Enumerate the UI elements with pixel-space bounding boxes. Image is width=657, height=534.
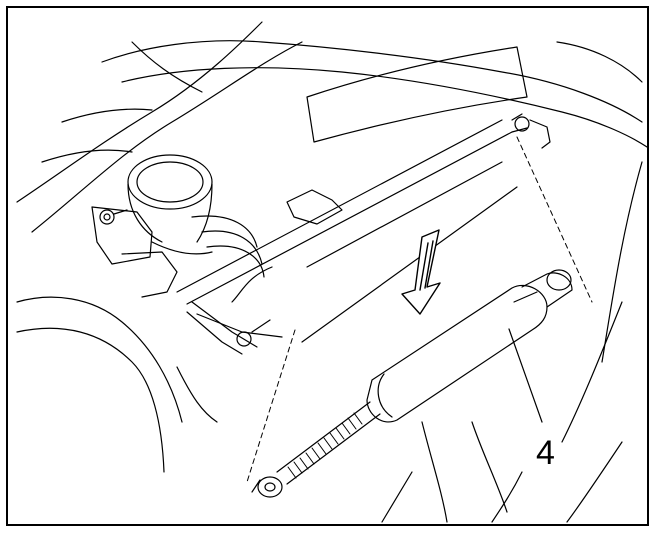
illustration xyxy=(16,21,647,523)
gas-strut xyxy=(251,269,573,498)
installed-strut xyxy=(176,113,551,343)
alignment-lines xyxy=(246,136,593,483)
body-structure xyxy=(16,21,647,523)
arrow-down-icon xyxy=(401,229,441,315)
mount-bracket xyxy=(91,206,271,355)
diagram-frame: 4 xyxy=(6,6,649,526)
callout-4-label: 4 xyxy=(536,434,555,472)
filler-neck xyxy=(127,154,265,278)
